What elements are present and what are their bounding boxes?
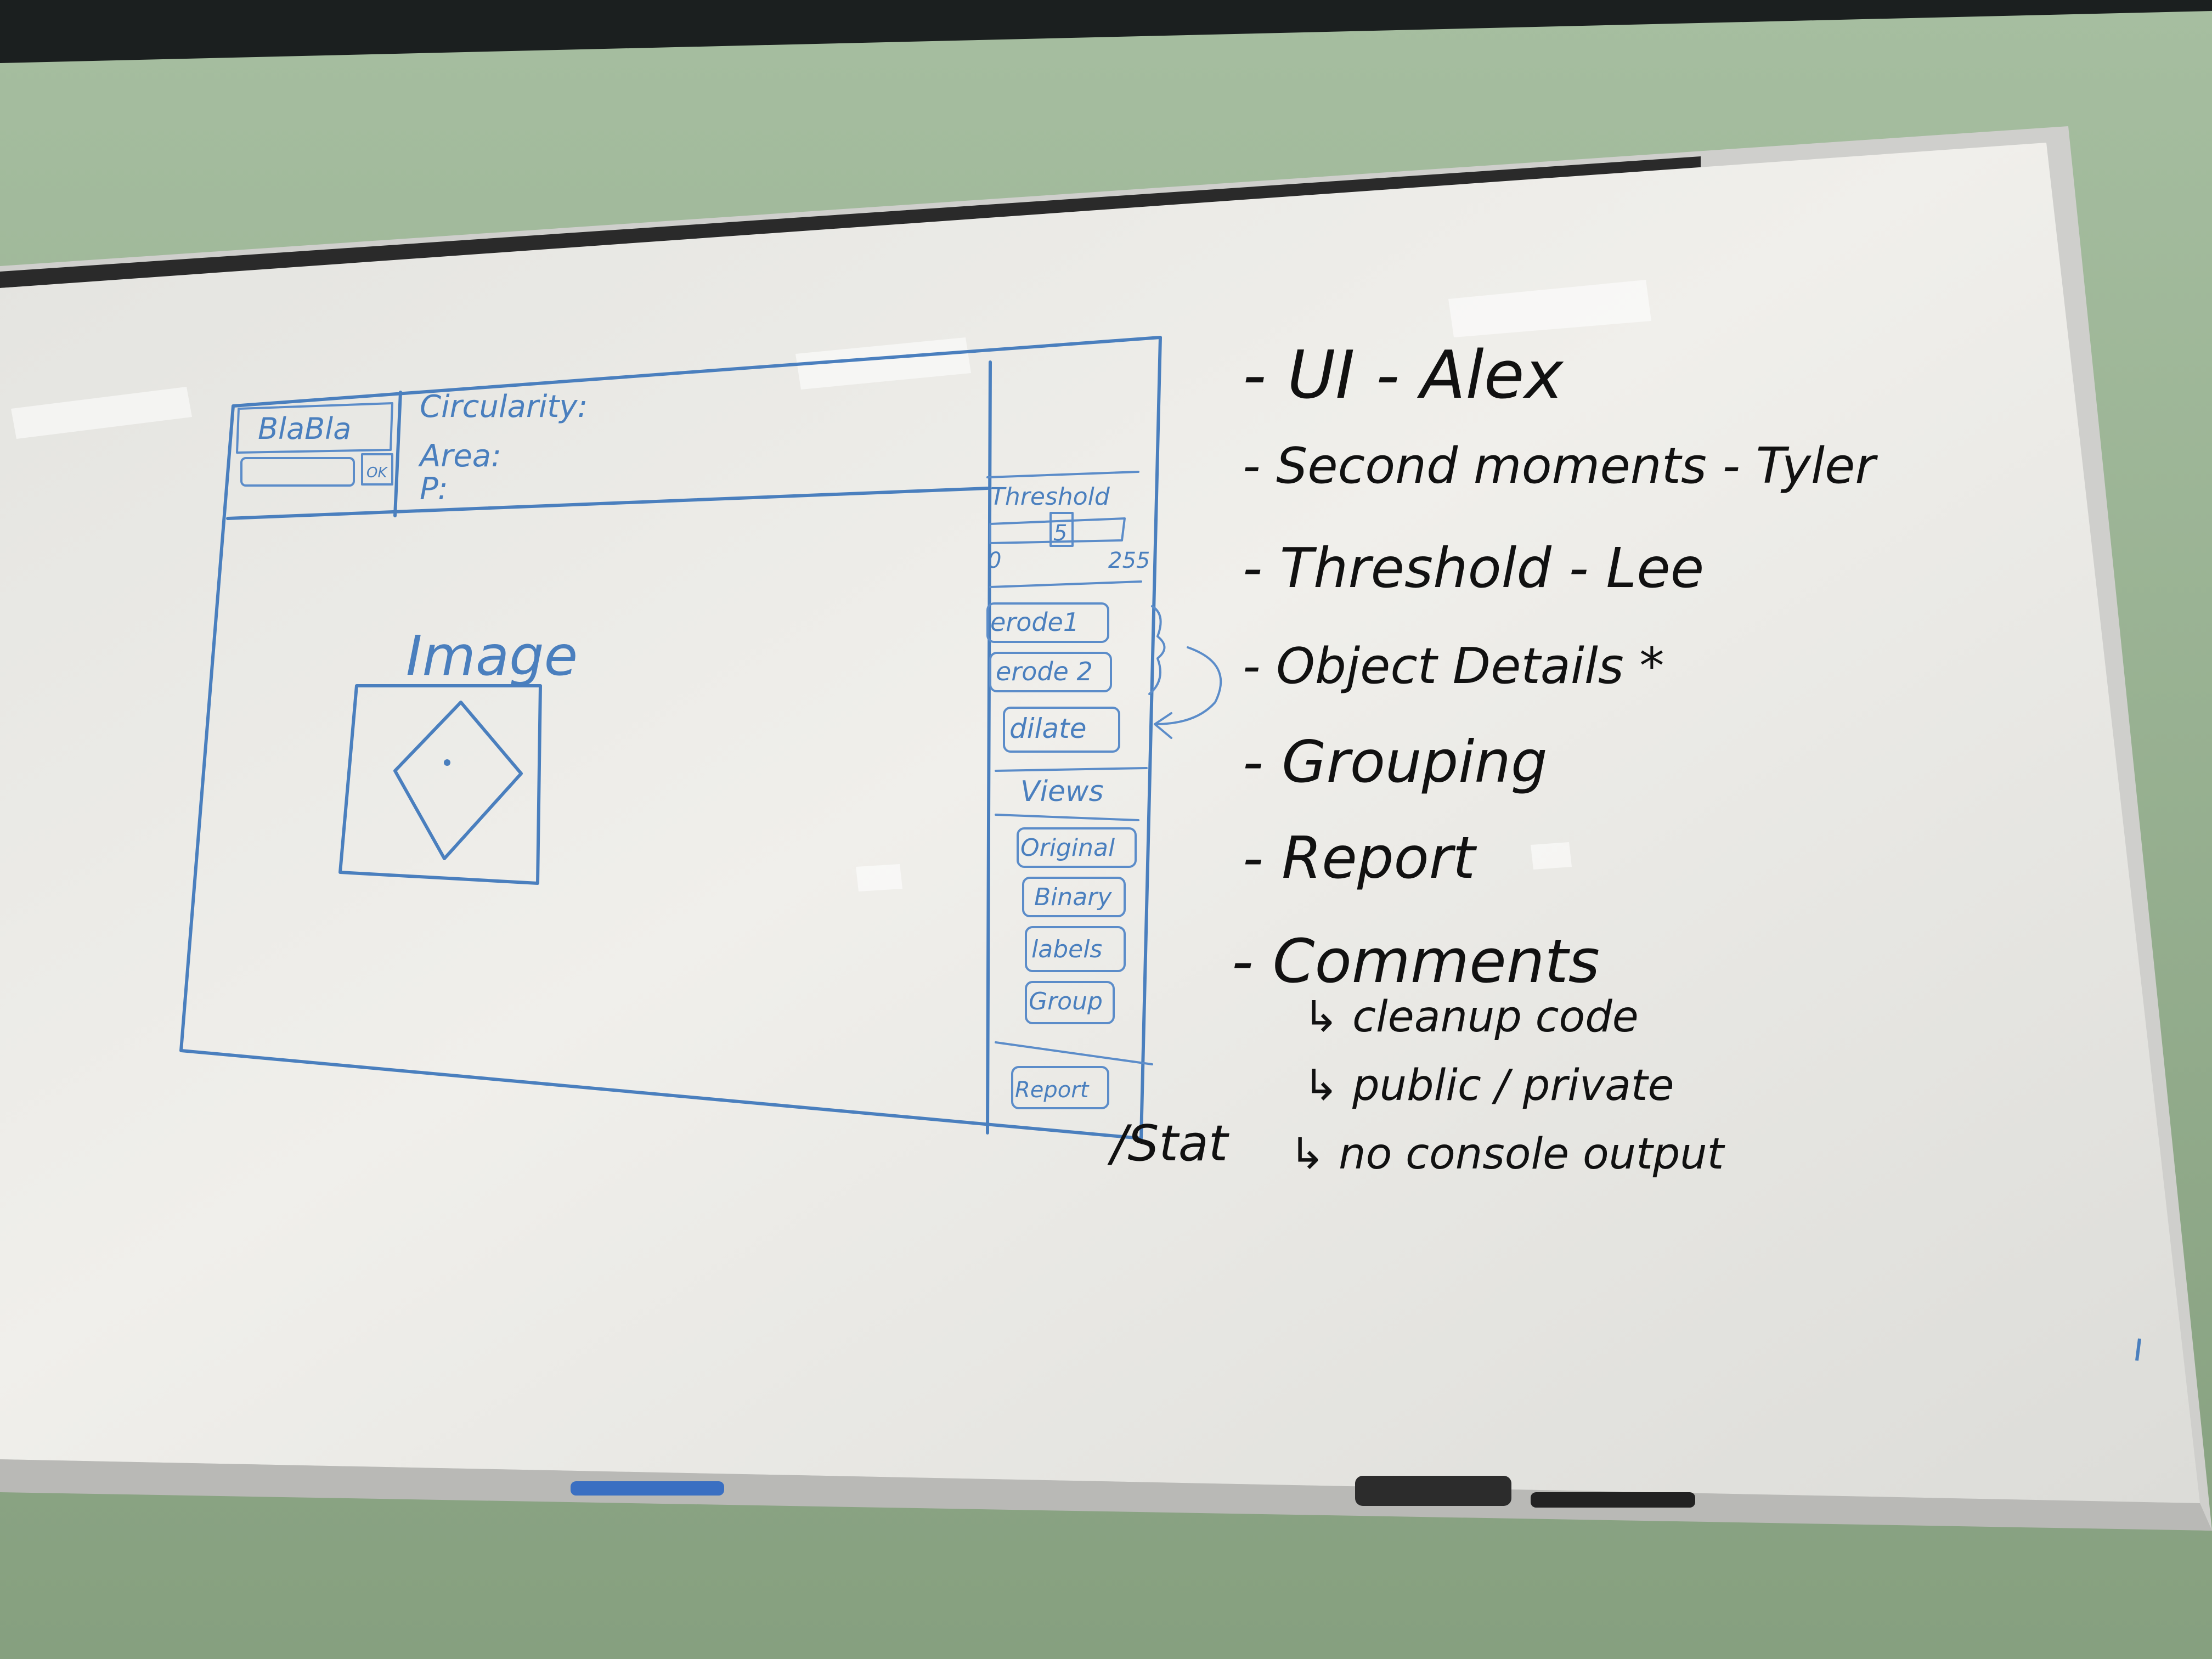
task-ui: - UI - Alex — [1243, 337, 1565, 414]
erode1-label: erode1 — [990, 607, 1079, 637]
original-button — [1017, 827, 1137, 868]
stat-circularity: Circularity: — [420, 389, 588, 425]
blue-marker — [571, 1481, 724, 1496]
views-label: Views — [1020, 775, 1104, 808]
erode2-label: erode 2 — [996, 657, 1093, 686]
threshold-bottom-line — [989, 580, 1142, 588]
header-split — [393, 391, 402, 517]
centroid-dot — [444, 759, 450, 766]
loop-arrow — [1154, 646, 1222, 725]
diamond-shape — [393, 701, 523, 860]
task-second-moments: - Second moments - Tyler — [1243, 437, 1878, 495]
ui-sketch: BlaBla OK Circularity: Area: P: Image Th… — [179, 336, 1222, 1140]
threshold-max: 255 — [1108, 548, 1150, 573]
marker-tray — [0, 1459, 2212, 1531]
threshold-top-line — [986, 471, 1139, 478]
task-threshold: - Threshold - Lee — [1243, 536, 1704, 600]
comment-public-private: ↳ public / private — [1303, 1061, 1674, 1110]
stat-area: Area: — [418, 438, 501, 474]
sidebar-divider — [986, 360, 992, 1135]
erode1-button — [986, 602, 1109, 643]
comment-cleanup: ↳ cleanup code — [1303, 992, 1639, 1042]
image-label: Image — [406, 624, 578, 688]
report-top-line — [995, 1041, 1153, 1065]
dilate-button — [1003, 707, 1120, 753]
map-rail — [0, 156, 1701, 288]
window-outline — [179, 336, 1162, 1140]
header-divider — [226, 487, 989, 520]
blabla-box — [236, 402, 393, 454]
image-frame — [338, 684, 542, 885]
labels-button — [1025, 926, 1126, 972]
labels-label: labels — [1031, 935, 1102, 963]
ok-button — [361, 453, 393, 486]
ok-label: OK — [366, 465, 388, 481]
report-stat-note: /Stat — [1107, 1115, 1230, 1172]
projector-screen-edge — [0, 0, 2212, 63]
threshold-slider-thumb — [1049, 512, 1074, 547]
threshold-min: 0 — [988, 548, 1001, 573]
text-field — [240, 457, 355, 487]
binary-label: Binary — [1034, 883, 1112, 911]
stat-perimeter: P: — [420, 471, 448, 507]
brace — [1148, 605, 1166, 695]
task-report: - Report — [1243, 825, 1477, 891]
group-button — [1025, 981, 1115, 1024]
binary-button — [1022, 877, 1126, 917]
black-marker — [1531, 1492, 1695, 1508]
whiteboard-surface — [0, 143, 2200, 1503]
threshold-slider-track — [989, 517, 1126, 544]
task-grouping: - Grouping — [1243, 729, 1548, 795]
stray-mark — [2135, 1338, 2141, 1361]
task-list: - UI - Alex - Second moments - Tyler - T… — [1232, 337, 1878, 1179]
original-label: Original — [1020, 834, 1115, 862]
erode2-button — [989, 652, 1112, 692]
arrow-head — [1154, 712, 1172, 739]
views-top-line — [995, 767, 1148, 772]
task-object-details: - Object Details * — [1243, 637, 1664, 695]
report-label: Report — [1015, 1077, 1090, 1103]
blabla-label: BlaBla — [258, 411, 351, 446]
eraser — [1355, 1476, 1511, 1506]
threshold-label: Threshold — [990, 483, 1110, 511]
dilate-label: dilate — [1009, 713, 1087, 744]
report-button — [1011, 1066, 1109, 1109]
threshold-value: 5 — [1053, 521, 1067, 546]
group-label: Group — [1029, 988, 1103, 1015]
comment-no-console: ↳ no console output — [1289, 1130, 1725, 1179]
glare — [11, 280, 1651, 891]
task-comments: - Comments — [1232, 926, 1600, 996]
views-bottom-line — [995, 814, 1139, 821]
